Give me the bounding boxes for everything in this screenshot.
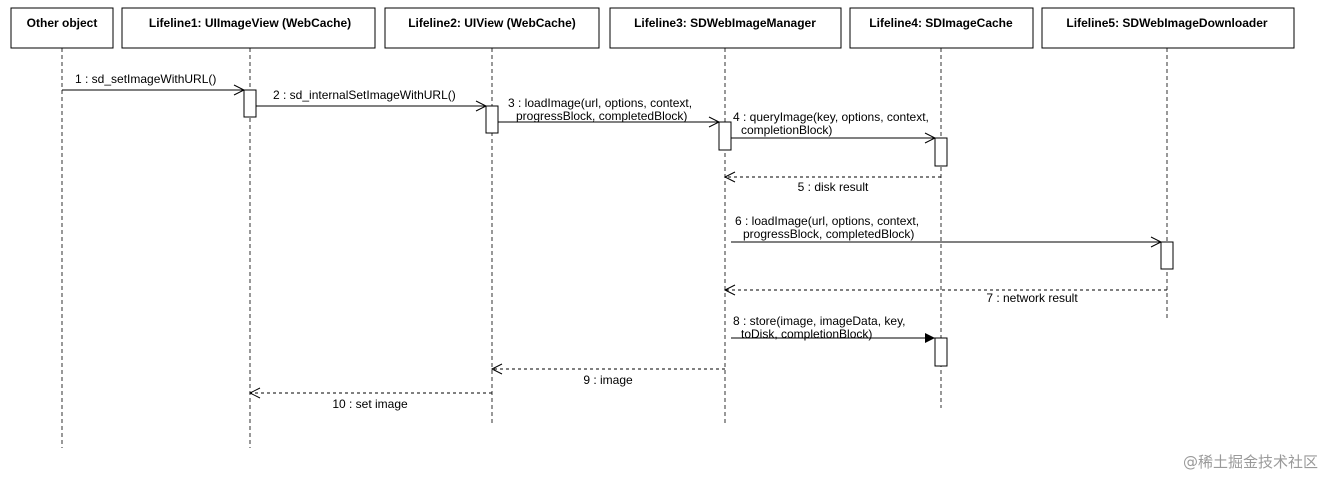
- arrowhead-open-4: [924, 132, 937, 144]
- message-5: 5 : disk result: [723, 171, 941, 194]
- message-label-5-line-1: 5 : disk result: [798, 180, 869, 194]
- message-label-10-line-1: 10 : set image: [332, 397, 408, 411]
- participant-label-1: Lifeline1: UIImageView (WebCache): [149, 16, 351, 30]
- message-label-6-line-2: progressBlock, completedBlock): [743, 227, 914, 241]
- arrowhead-open-2: [475, 100, 488, 112]
- activation-bar-4-0: [934, 137, 948, 167]
- arrowhead-open-1: [233, 84, 246, 96]
- participant-box-2[interactable]: [384, 7, 600, 49]
- message-6: 6 : loadImage(url, options, context,prog…: [731, 214, 1163, 248]
- arrowhead-filled-8: [925, 333, 935, 343]
- arrowhead-open-7: [723, 284, 736, 296]
- message-3: 3 : loadImage(url, options, context,prog…: [498, 96, 721, 128]
- activation-bar-1-0: [243, 89, 257, 118]
- activations-layer: [243, 89, 1174, 367]
- message-9: 9 : image: [490, 363, 725, 387]
- participant-label-2: Lifeline2: UIView (WebCache): [408, 16, 576, 30]
- message-label-9-line-1: 9 : image: [583, 373, 633, 387]
- activation-bar-4-1: [934, 337, 948, 367]
- message-8: 8 : store(image, imageData, key,toDisk, …: [731, 314, 935, 343]
- arrowhead-open-5: [723, 171, 736, 183]
- arrowhead-open-10: [248, 387, 261, 399]
- message-label-7-line-1: 7 : network result: [986, 291, 1078, 305]
- message-4: 4 : queryImage(key, options, context,com…: [731, 110, 937, 144]
- message-label-2-line-1: 2 : sd_internalSetImageWithURL(): [273, 88, 456, 102]
- message-label-6-line-1: 6 : loadImage(url, options, context,: [735, 214, 919, 228]
- arrowhead-open-3: [708, 116, 721, 128]
- message-label-1-line-1: 1 : sd_setImageWithURL(): [75, 72, 216, 86]
- participant-label-3: Lifeline3: SDWebImageManager: [634, 16, 816, 30]
- participant-label-0: Other object: [27, 16, 98, 30]
- arrowhead-open-6: [1150, 236, 1163, 248]
- participant-box-3[interactable]: [609, 7, 842, 49]
- watermark-text: @稀土掘金技术社区: [1183, 453, 1318, 471]
- message-10: 10 : set image: [248, 387, 492, 411]
- participant-label-5: Lifeline5: SDWebImageDownloader: [1066, 16, 1267, 30]
- message-2: 2 : sd_internalSetImageWithURL(): [256, 88, 488, 112]
- message-label-8-line-2: toDisk, completionBlock): [741, 327, 872, 341]
- message-label-3-line-2: progressBlock, completedBlock): [516, 109, 687, 123]
- headers-layer: Other object Lifeline1: UIImageView (WebC…: [10, 7, 1295, 49]
- activation-bar-2-0: [485, 105, 499, 134]
- participant-box-0[interactable]: [10, 7, 114, 49]
- participant-box-1[interactable]: [121, 7, 376, 49]
- arrowhead-open-9: [490, 363, 503, 375]
- participant-label-4: Lifeline4: SDImageCache: [869, 16, 1013, 30]
- message-label-4-line-2: completionBlock): [741, 123, 832, 137]
- messages-layer: 1 : sd_setImageWithURL() 2 : sd_internalS…: [62, 72, 1167, 411]
- activation-bar-3-0: [718, 121, 732, 151]
- participant-box-5[interactable]: [1041, 7, 1295, 49]
- message-label-8-line-1: 8 : store(image, imageData, key,: [733, 314, 906, 328]
- message-1: 1 : sd_setImageWithURL(): [62, 72, 246, 96]
- activation-bar-5-0: [1160, 241, 1174, 270]
- message-7: 7 : network result: [723, 284, 1167, 305]
- participant-box-4[interactable]: [849, 7, 1034, 49]
- message-label-3-line-1: 3 : loadImage(url, options, context,: [508, 96, 692, 110]
- message-label-4-line-1: 4 : queryImage(key, options, context,: [733, 110, 929, 124]
